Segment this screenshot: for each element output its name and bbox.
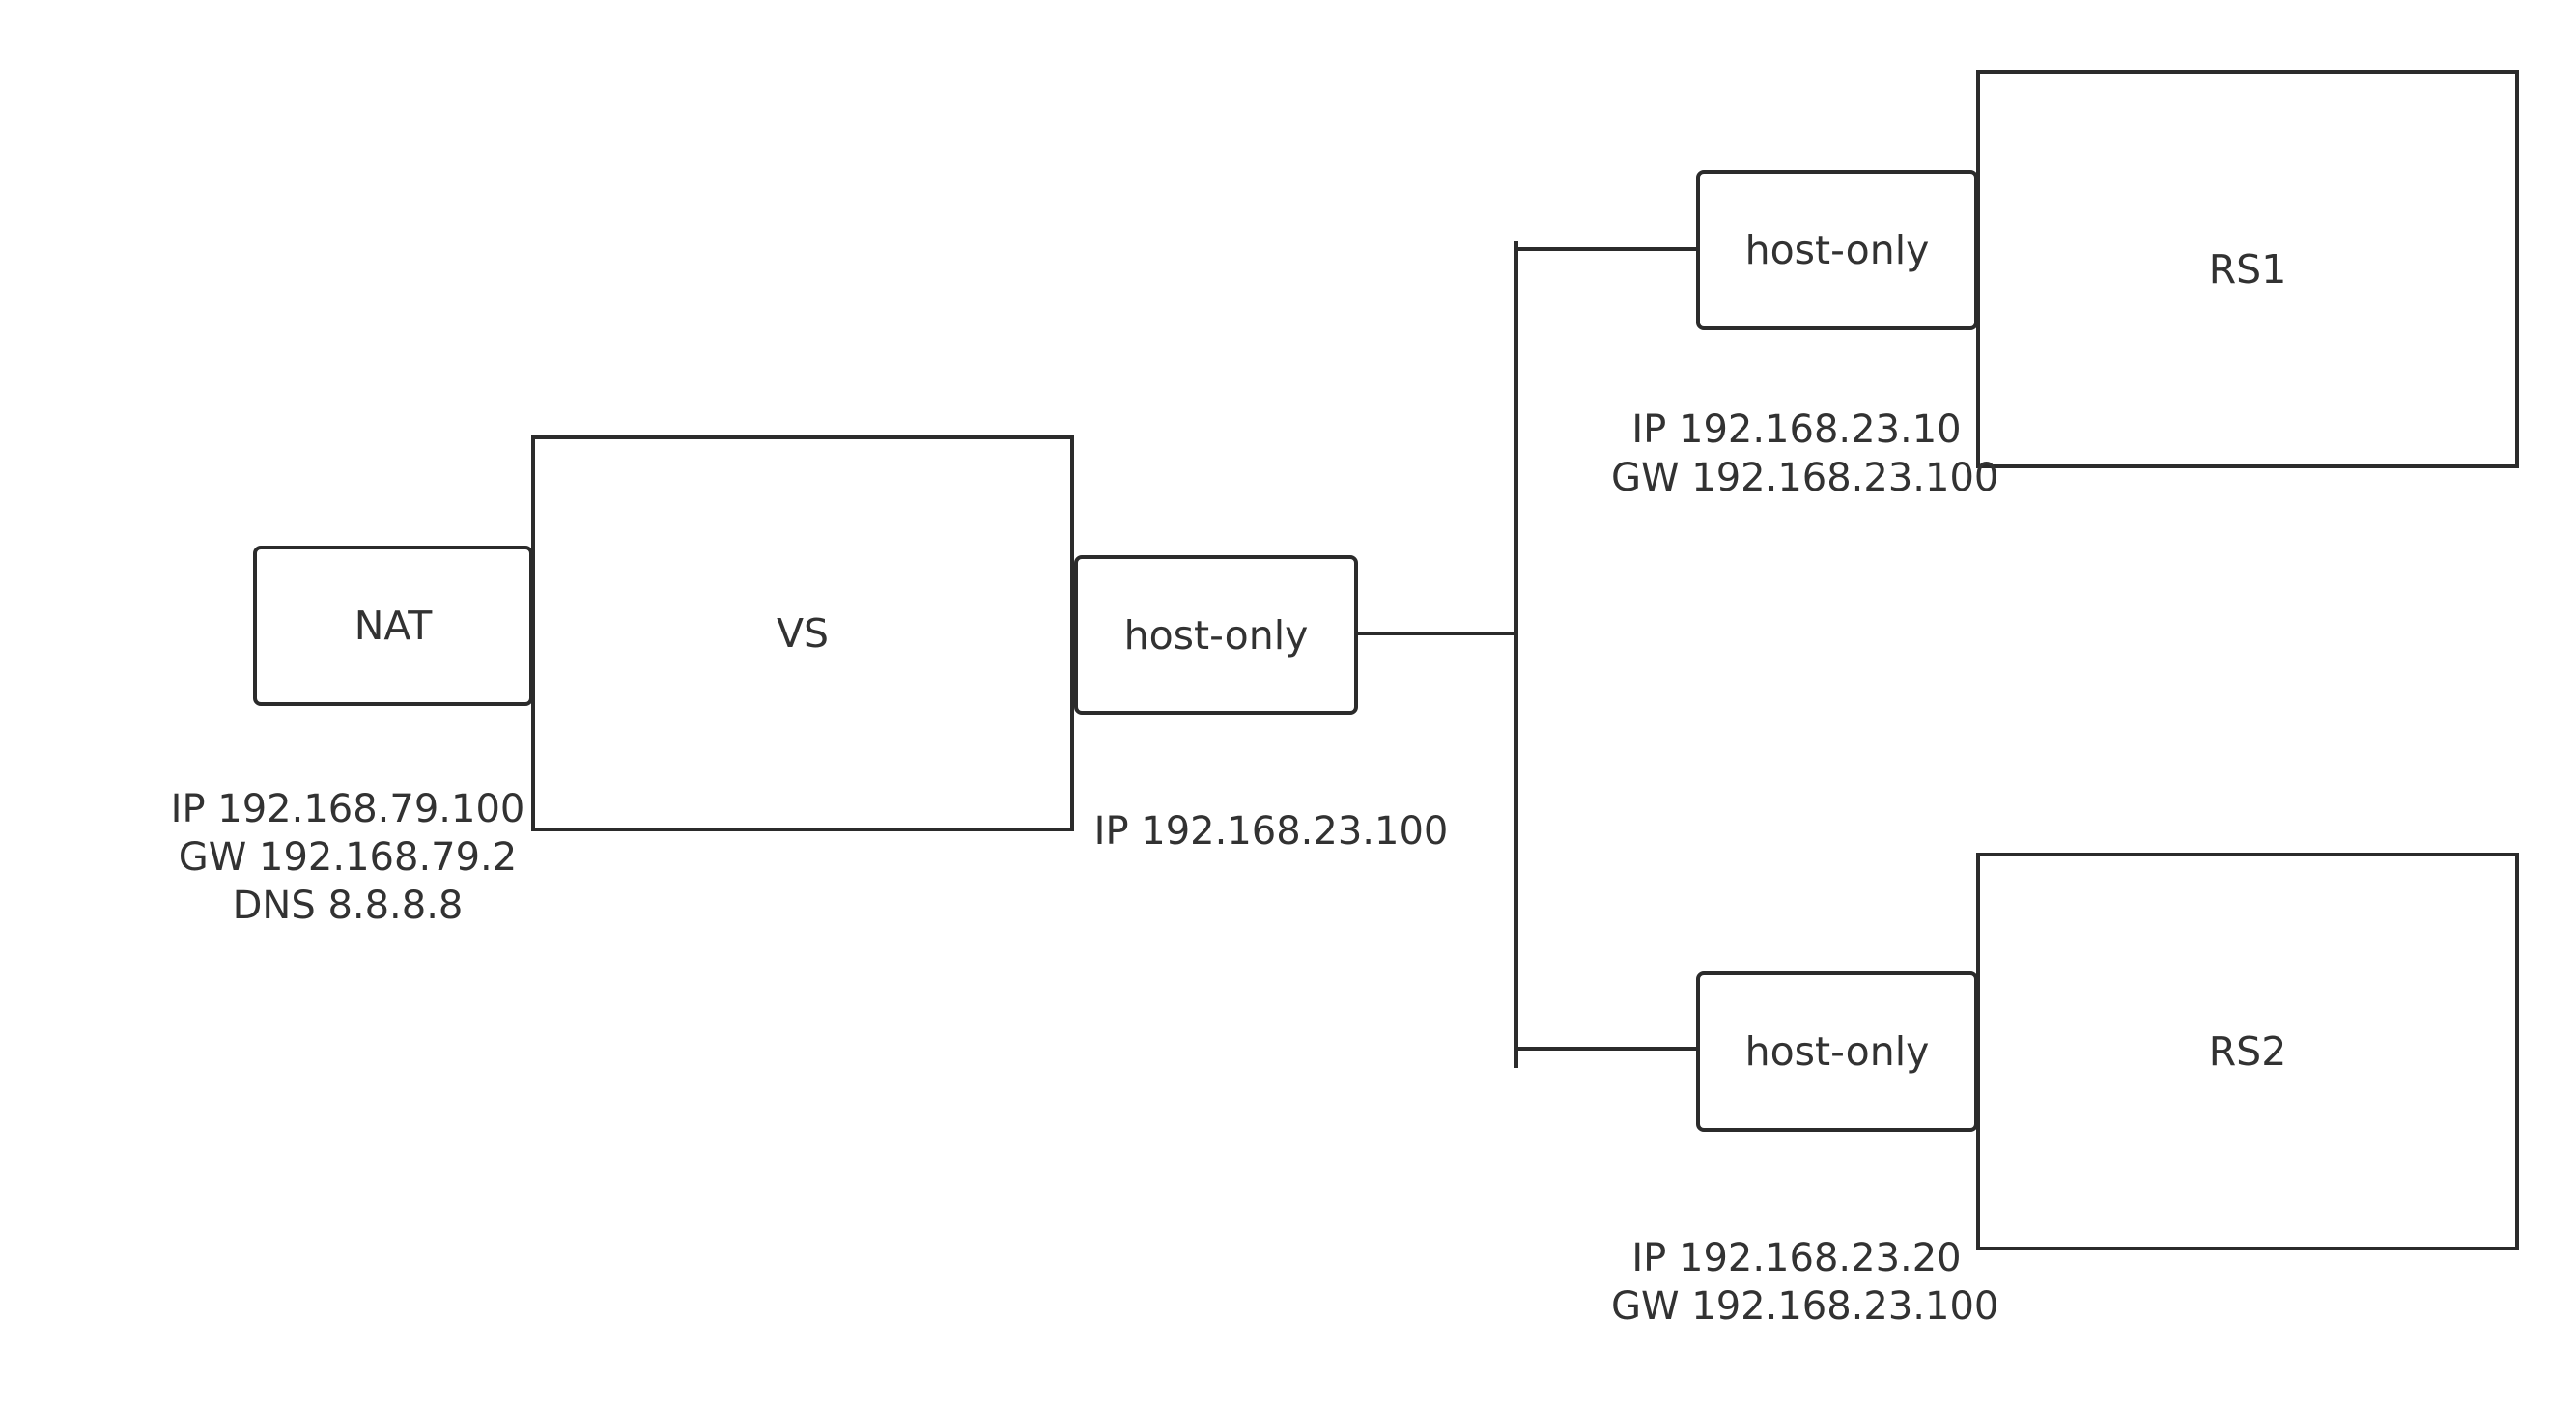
switch-to-rs2-link [1514,1047,1704,1051]
nat-dns-text: DNS 8.8.8.8 [232,884,464,928]
rs2-ip-text: IP 192.168.23.20 [1631,1236,1962,1280]
rs1-address-info: IP 192.168.23.10 GW 192.168.23.100 [1611,406,1999,502]
nat-address-info: IP 192.168.79.100 GW 192.168.79.2 DNS 8.… [162,785,533,930]
rs1-host-only-label: host-only [1744,227,1930,273]
vs-host-only-adapter: host-only [1074,555,1358,715]
vs-host-only-label: host-only [1123,611,1309,659]
rs1-server: RS1 [1976,70,2519,468]
vs-host-only-ip-text: IP 192.168.23.100 [1093,809,1449,854]
rs2-host-only-adapter: host-only [1696,971,1978,1132]
switch-to-rs1-link [1514,247,1704,251]
vs-to-switch-link [1356,632,1518,635]
rs2-address-info: IP 192.168.23.20 GW 192.168.23.100 [1611,1234,1999,1331]
rs1-host-only-adapter: host-only [1696,170,1978,330]
rs2-server-label: RS2 [2208,1028,2287,1075]
rs2-gateway-text: GW 192.168.23.100 [1611,1284,1999,1329]
nat-adapter-label: NAT [354,603,433,649]
vs-host-only-address-info: IP 192.168.23.100 [1091,807,1451,856]
rs1-server-label: RS1 [2208,246,2287,293]
rs1-ip-text: IP 192.168.23.10 [1631,407,1962,452]
vs-server-label: VS [776,610,830,657]
rs2-server: RS2 [1976,853,2519,1250]
rs1-gateway-text: GW 192.168.23.100 [1611,456,1999,500]
nat-adapter: NAT [253,546,533,706]
nat-ip-text: IP 192.168.79.100 [170,787,525,831]
rs2-host-only-label: host-only [1744,1028,1930,1075]
switch-bus [1514,241,1518,1068]
nat-gateway-text: GW 192.168.79.2 [178,835,518,880]
vs-server: VS [531,435,1074,831]
